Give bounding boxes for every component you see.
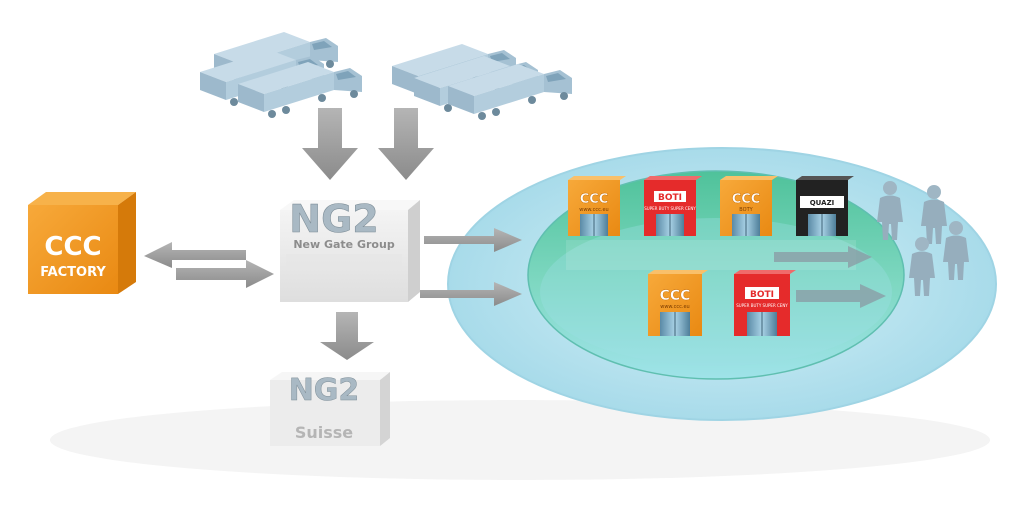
store-tagline: SUPER BUTY SUPER CENY [644,206,696,211]
arrow-icon [302,108,358,180]
store-sign: BOTI [658,193,682,203]
store-url: www.ccc.eu [660,304,689,310]
store-boti-2: BOTI SUPER BUTY SUPER CENY [734,270,796,336]
store-tagline: SUPER BUTY SUPER CENY [736,303,788,308]
store-ccc-boty: CCC BOTY [720,176,778,236]
factory-sublabel: FACTORY [40,265,106,280]
truck-group-right [392,44,572,120]
store-ccc-1: CCC www.ccc.eu [568,176,626,236]
store-sub: BOTY [739,207,753,213]
arrow-icon [378,108,434,180]
ccc-factory-box: CCC FACTORY [28,192,136,294]
suisse-subtitle: Suisse [295,423,353,442]
arrow-icon [420,282,522,306]
factory-label: CCC [44,232,101,262]
hub-subtitle: New Gate Group [293,238,395,251]
arrow-icon [796,284,886,308]
arrow-icon [320,312,374,360]
store-sign: QUAZI [810,199,835,207]
store-quazi: QUAZI [796,176,854,236]
ng2-suisse-box: NG2 Suisse [270,372,390,446]
arrow-icon [176,260,274,288]
store-sign: BOTI [750,290,774,300]
ng2-hub-box: NG2 New Gate Group [280,197,420,302]
arrow-icon [774,246,872,268]
store-sign: CCC [732,192,761,207]
store-ccc-2: CCC www.ccc.eu [648,270,708,336]
hub-title: NG2 [289,197,378,241]
store-boti-1: BOTI SUPER BUTY SUPER CENY [644,176,702,236]
floor-shadow [50,400,990,480]
truck-group-left [200,32,362,118]
arrow-icon [144,242,246,268]
store-sign: CCC [660,288,691,304]
suisse-title: NG2 [289,373,360,408]
store-url: www.ccc.eu [579,207,608,213]
store-sign: CCC [580,192,609,207]
arrow-icon [424,228,522,252]
